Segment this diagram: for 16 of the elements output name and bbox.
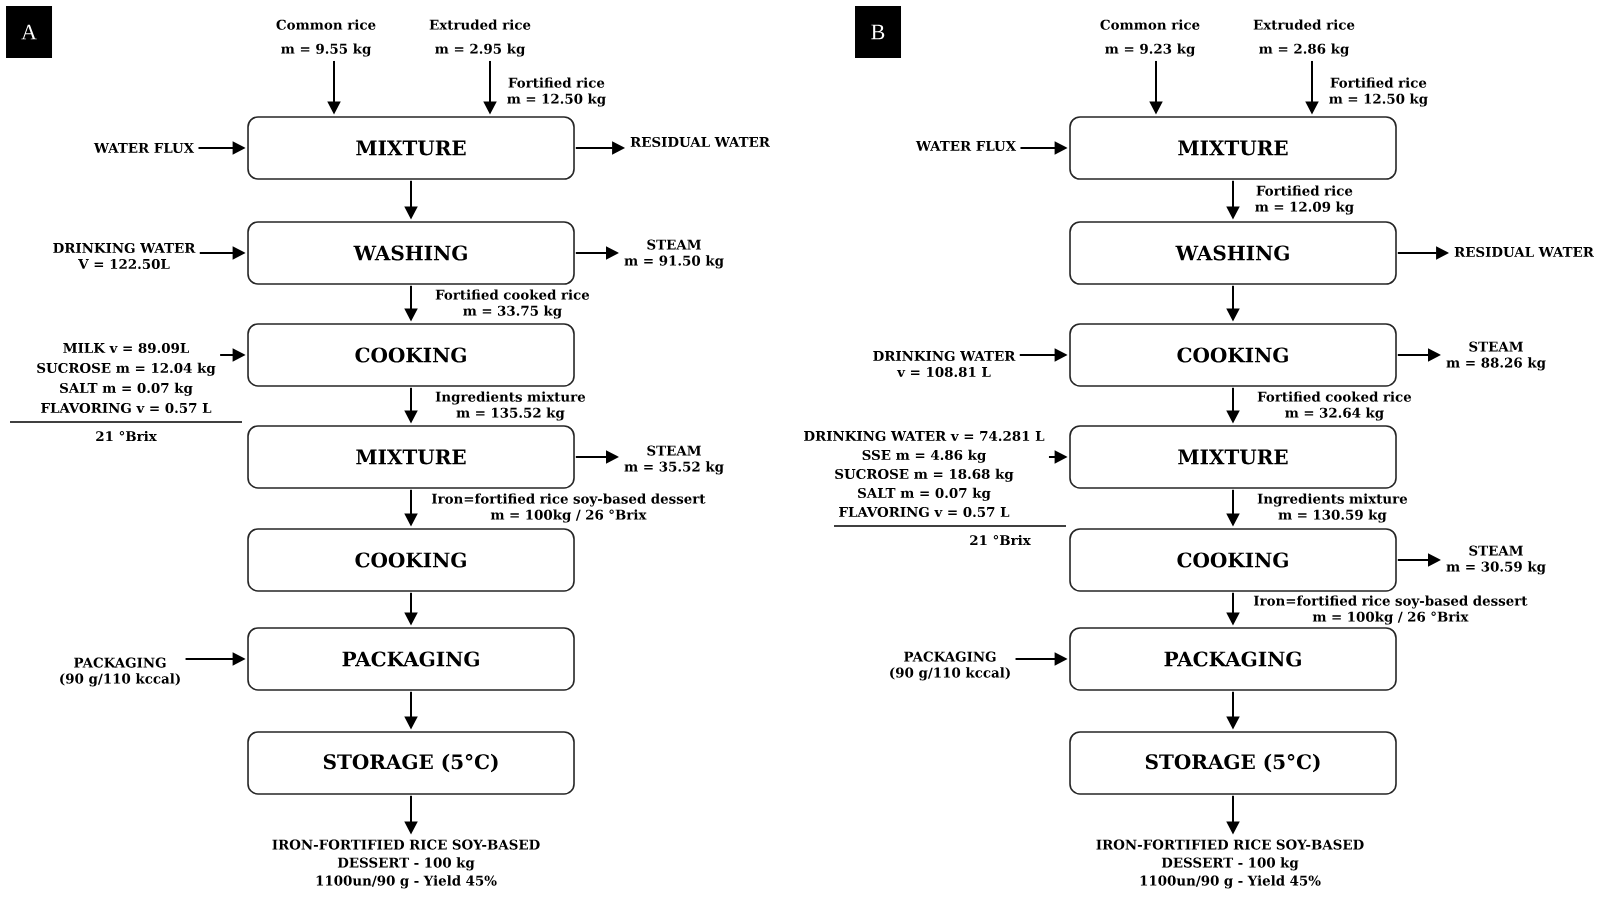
process-box: WASHING	[247, 221, 575, 285]
process-box: MIXTURE	[1069, 425, 1397, 489]
panel-letter: A	[6, 6, 52, 58]
process-box: COOKING	[1069, 323, 1397, 387]
process-box: STORAGE (5°C)	[1069, 731, 1397, 795]
process-box: PACKAGING	[247, 627, 575, 691]
process-box: MIXTURE	[247, 116, 575, 180]
process-box: MIXTURE	[247, 425, 575, 489]
process-box: COOKING	[247, 528, 575, 592]
process-box: MIXTURE	[1069, 116, 1397, 180]
process-box: PACKAGING	[1069, 627, 1397, 691]
process-box: COOKING	[247, 323, 575, 387]
process-box: WASHING	[1069, 221, 1397, 285]
panel-letter: B	[855, 6, 901, 58]
process-box: COOKING	[1069, 528, 1397, 592]
process-box: STORAGE (5°C)	[247, 731, 575, 795]
